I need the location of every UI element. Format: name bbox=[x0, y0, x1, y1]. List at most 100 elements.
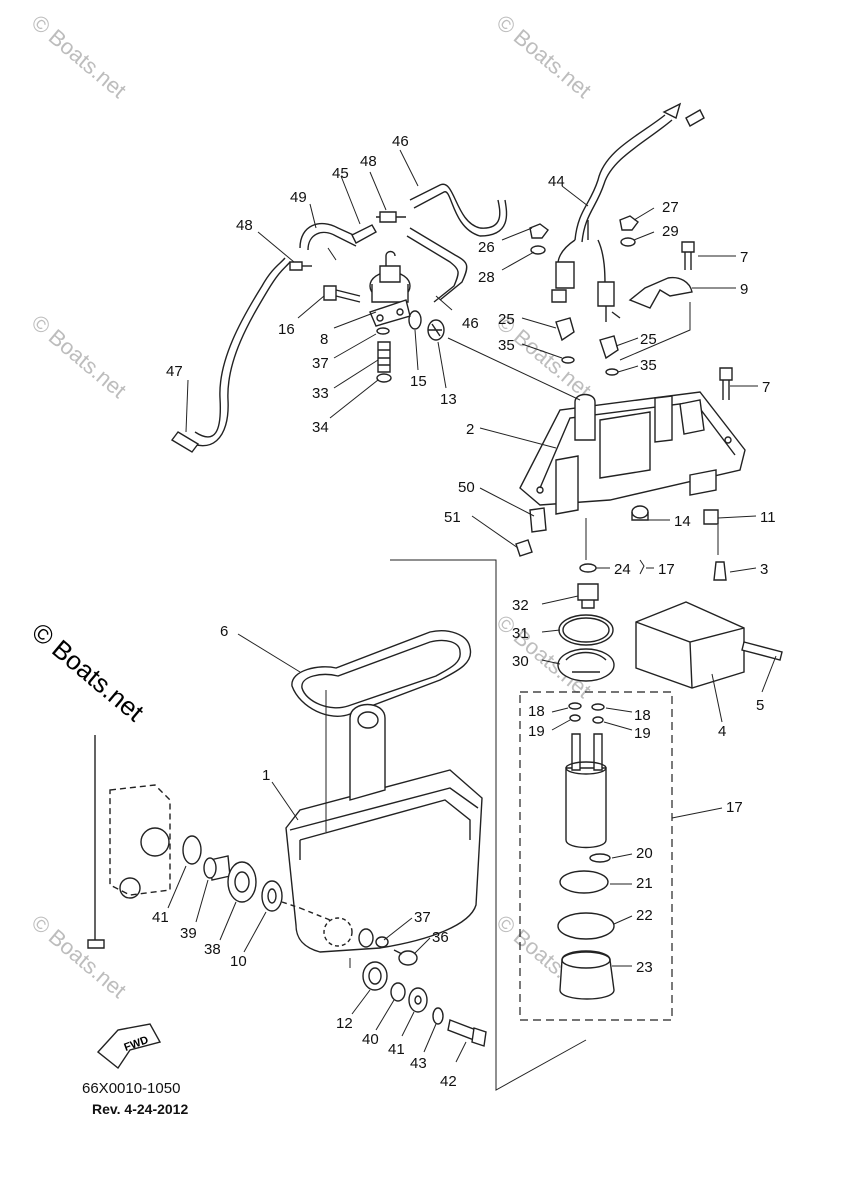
watermark-top-right: © Boats.net bbox=[492, 10, 596, 103]
callout-13: 13 bbox=[440, 391, 457, 408]
callout-18-left: 18 bbox=[528, 703, 545, 720]
callout-36: 36 bbox=[432, 929, 449, 946]
sensor-left bbox=[551, 261, 575, 303]
callout-20: 20 bbox=[636, 845, 653, 862]
callout-3: 3 bbox=[760, 561, 768, 578]
callout-18-right: 18 bbox=[634, 707, 651, 724]
hose-45 bbox=[351, 224, 377, 244]
grommet-38 bbox=[227, 861, 257, 903]
fwd-arrow-icon: FWD bbox=[96, 1023, 162, 1070]
screw-51 bbox=[515, 539, 533, 557]
callout-48-left: 48 bbox=[236, 217, 253, 234]
callout-19-left: 19 bbox=[528, 723, 545, 740]
cover-2 bbox=[519, 391, 746, 515]
callout-45: 45 bbox=[332, 165, 349, 182]
sensor-3 bbox=[713, 561, 727, 581]
clamp-25-left bbox=[555, 317, 575, 342]
callout-34: 34 bbox=[312, 419, 329, 436]
washer-43 bbox=[432, 1007, 444, 1025]
callout-16: 16 bbox=[278, 321, 295, 338]
oring-15 bbox=[408, 310, 422, 330]
oring-34 bbox=[376, 373, 392, 383]
callout-12: 12 bbox=[336, 1015, 353, 1032]
filter-14 bbox=[631, 505, 649, 521]
callout-1: 1 bbox=[262, 767, 270, 784]
oring-37-upper bbox=[376, 327, 390, 335]
callout-4: 4 bbox=[718, 723, 726, 740]
callout-47: 47 bbox=[166, 363, 183, 380]
grommet-12 bbox=[362, 961, 388, 991]
hose-46-lower bbox=[406, 227, 468, 303]
washer-41-left bbox=[182, 835, 202, 865]
separator-housing-1 bbox=[285, 703, 483, 953]
callout-31: 31 bbox=[512, 625, 529, 642]
revision-date: Rev. 4-24-2012 bbox=[92, 1101, 189, 1117]
nut-27 bbox=[619, 215, 639, 231]
callout-30: 30 bbox=[512, 653, 529, 670]
callout-33: 33 bbox=[312, 385, 329, 402]
callout-labels: 46 48 45 49 48 16 8 37 33 34 47 15 13 46… bbox=[152, 133, 776, 1090]
fuel-hose-47 bbox=[170, 257, 291, 453]
callout-21: 21 bbox=[636, 875, 653, 892]
filter-13 bbox=[427, 319, 445, 341]
callout-35-right: 35 bbox=[640, 357, 657, 374]
callout-51: 51 bbox=[444, 509, 461, 526]
guide-lines bbox=[325, 247, 719, 1091]
callout-44: 44 bbox=[548, 173, 565, 190]
callout-22: 22 bbox=[636, 907, 653, 924]
watermark-mid-left: © Boats.net bbox=[27, 310, 131, 403]
washer-37-lower bbox=[358, 928, 389, 948]
collar-39 bbox=[203, 855, 231, 881]
leader-lines bbox=[167, 149, 777, 1063]
callout-40: 40 bbox=[362, 1031, 379, 1048]
wire-harness-44 bbox=[557, 102, 705, 286]
bracket-9 bbox=[628, 276, 693, 309]
union-32 bbox=[577, 583, 599, 609]
gasket-31 bbox=[558, 614, 614, 646]
bolt-7-lower bbox=[719, 367, 733, 400]
callout-35-left: 35 bbox=[498, 337, 515, 354]
callout-14: 14 bbox=[674, 513, 691, 530]
document-code: 66X0010-1050 bbox=[82, 1080, 181, 1097]
callout-50: 50 bbox=[458, 479, 475, 496]
callout-9: 9 bbox=[740, 281, 748, 298]
callout-41-right: 41 bbox=[388, 1041, 405, 1058]
damper-30 bbox=[557, 648, 615, 682]
pin-5 bbox=[741, 641, 783, 661]
nut-26 bbox=[529, 223, 549, 239]
callout-2: 2 bbox=[466, 421, 474, 438]
callout-32: 32 bbox=[512, 597, 529, 614]
callout-42: 42 bbox=[440, 1073, 457, 1090]
bolt-42 bbox=[447, 1019, 487, 1047]
callout-26: 26 bbox=[478, 239, 495, 256]
watermark-top-left: © Boats.net bbox=[27, 10, 131, 103]
joint-48-right bbox=[376, 211, 406, 223]
fuel-pump-8 bbox=[369, 250, 411, 327]
callout-24: 24 bbox=[614, 561, 631, 578]
gasket-6 bbox=[291, 630, 472, 717]
clip-50 bbox=[529, 507, 547, 533]
callout-25-left: 25 bbox=[498, 311, 515, 328]
screw-36 bbox=[393, 949, 418, 966]
ecu-4 bbox=[635, 601, 745, 689]
callout-19-right: 19 bbox=[634, 725, 651, 742]
oring-35-right bbox=[605, 368, 619, 376]
fuel-hose-49 bbox=[299, 222, 361, 251]
callout-17-lower: 17 bbox=[726, 799, 743, 816]
callout-23: 23 bbox=[636, 959, 653, 976]
callout-8: 8 bbox=[320, 331, 328, 348]
hose-46-upper bbox=[409, 183, 508, 237]
bolt-16 bbox=[323, 285, 361, 303]
callout-41-left: 41 bbox=[152, 909, 169, 926]
callout-49: 49 bbox=[290, 189, 307, 206]
washer-40 bbox=[390, 982, 406, 1002]
callout-7-upper: 7 bbox=[740, 249, 748, 266]
pump-assembly-17 bbox=[557, 702, 615, 1000]
callout-17-upper: 17 bbox=[658, 561, 675, 578]
callout-28: 28 bbox=[478, 269, 495, 286]
callout-11: 11 bbox=[760, 509, 776, 526]
callout-38: 38 bbox=[204, 941, 221, 958]
callout-46-upper: 46 bbox=[392, 133, 409, 150]
callout-25-right: 25 bbox=[640, 331, 657, 348]
